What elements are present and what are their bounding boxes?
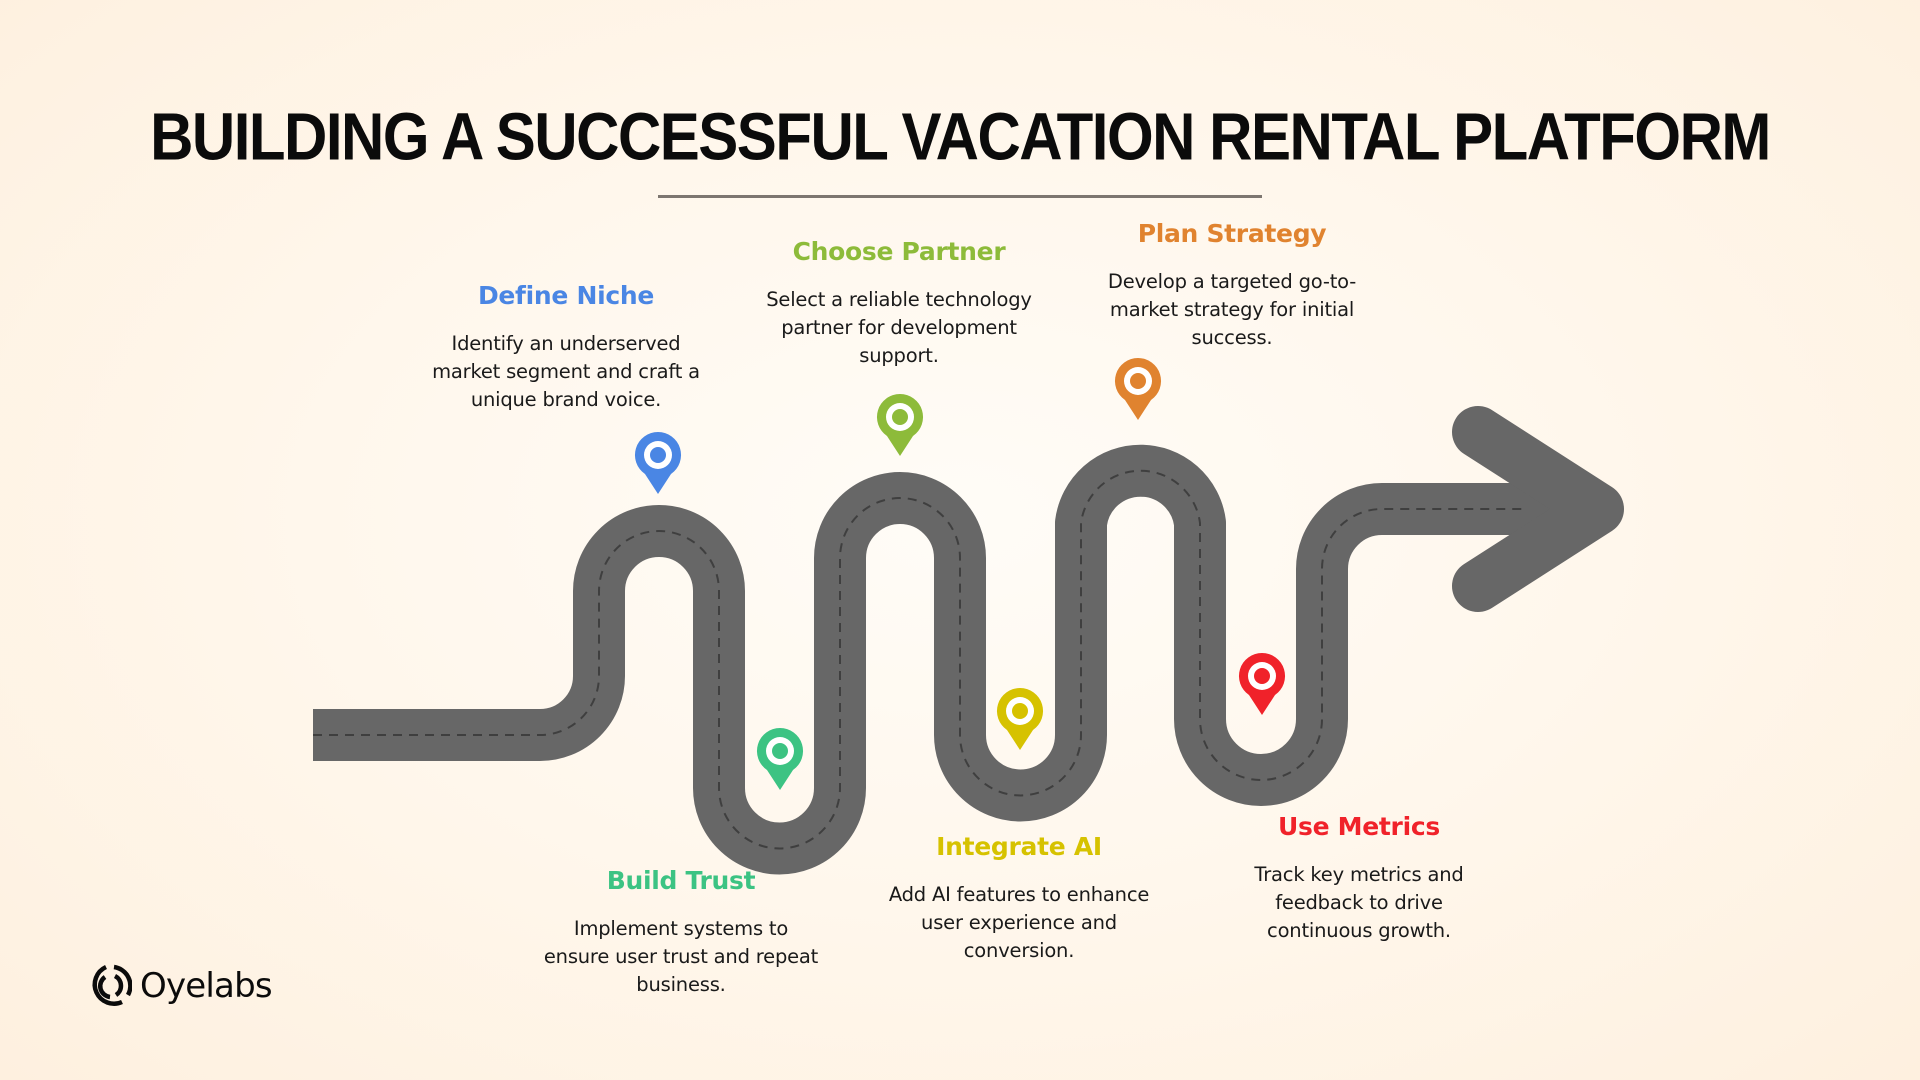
brand-name: Oyelabs (140, 966, 273, 1006)
description-line: Select a reliable technology (766, 288, 1032, 311)
step-title: Integrate AI (936, 832, 1102, 861)
step-title: Build Trust (606, 866, 756, 895)
description-line: conversion. (963, 939, 1075, 962)
description-line: support. (859, 344, 939, 367)
map-pin-icon (876, 393, 924, 456)
map-pin-icon (1238, 652, 1286, 715)
step-integrate-ai: Integrate AI Add AI features to enhance … (859, 831, 1179, 965)
map-pin-icon (996, 687, 1044, 750)
step-title: Choose Partner (792, 237, 1006, 266)
description-line: Track key metrics and (1254, 863, 1464, 886)
step-title: Plan Strategy (1137, 219, 1327, 248)
description-line: partner for development (781, 316, 1017, 339)
map-pin-icon (756, 727, 804, 790)
step-define-niche: Define Niche Identify an underserved mar… (406, 280, 726, 414)
description-line: Add AI features to enhance (888, 883, 1150, 906)
description-line: Identify an underserved (451, 332, 681, 355)
title-divider (658, 195, 1262, 198)
description-line: market segment and craft a (432, 360, 700, 383)
description-line: unique brand voice. (470, 388, 662, 411)
map-pin-icon (634, 431, 682, 494)
description-line: continuous growth. (1267, 919, 1451, 942)
step-description: Select a reliable technology partner for… (749, 286, 1049, 370)
description-line: ensure user trust and repeat (543, 945, 819, 968)
map-pin-icon (1114, 357, 1162, 420)
step-description: Add AI features to enhance user experien… (869, 881, 1169, 965)
step-title: Define Niche (477, 281, 655, 310)
brand-logo: Oyelabs (88, 962, 273, 1010)
step-title: Use Metrics (1278, 812, 1440, 841)
step-description: Track key metrics and feedback to drive … (1209, 861, 1509, 945)
description-line: success. (1191, 326, 1273, 349)
description-line: market strategy for initial (1109, 298, 1355, 321)
step-description: Identify an underserved market segment a… (416, 330, 716, 414)
description-line: business. (636, 973, 726, 996)
step-description: Implement systems to ensure user trust a… (531, 915, 831, 999)
step-choose-partner: Choose Partner Select a reliable technol… (739, 236, 1059, 370)
step-description: Develop a targeted go-to- market strateg… (1082, 268, 1382, 352)
description-line: Develop a targeted go-to- (1107, 270, 1357, 293)
description-line: Implement systems to (573, 917, 789, 940)
description-line: user experience and (921, 911, 1117, 934)
step-use-metrics: Use Metrics Track key metrics and feedba… (1199, 811, 1519, 945)
oyelabs-logo-icon (92, 964, 132, 1006)
step-build-trust: Build Trust Implement systems to ensure … (521, 865, 841, 999)
step-plan-strategy: Plan Strategy Develop a targeted go-to- … (1072, 218, 1392, 352)
page-title: BUILDING A SUCCESSFUL VACATION RENTAL PL… (150, 99, 1771, 175)
description-line: feedback to drive (1275, 891, 1443, 914)
